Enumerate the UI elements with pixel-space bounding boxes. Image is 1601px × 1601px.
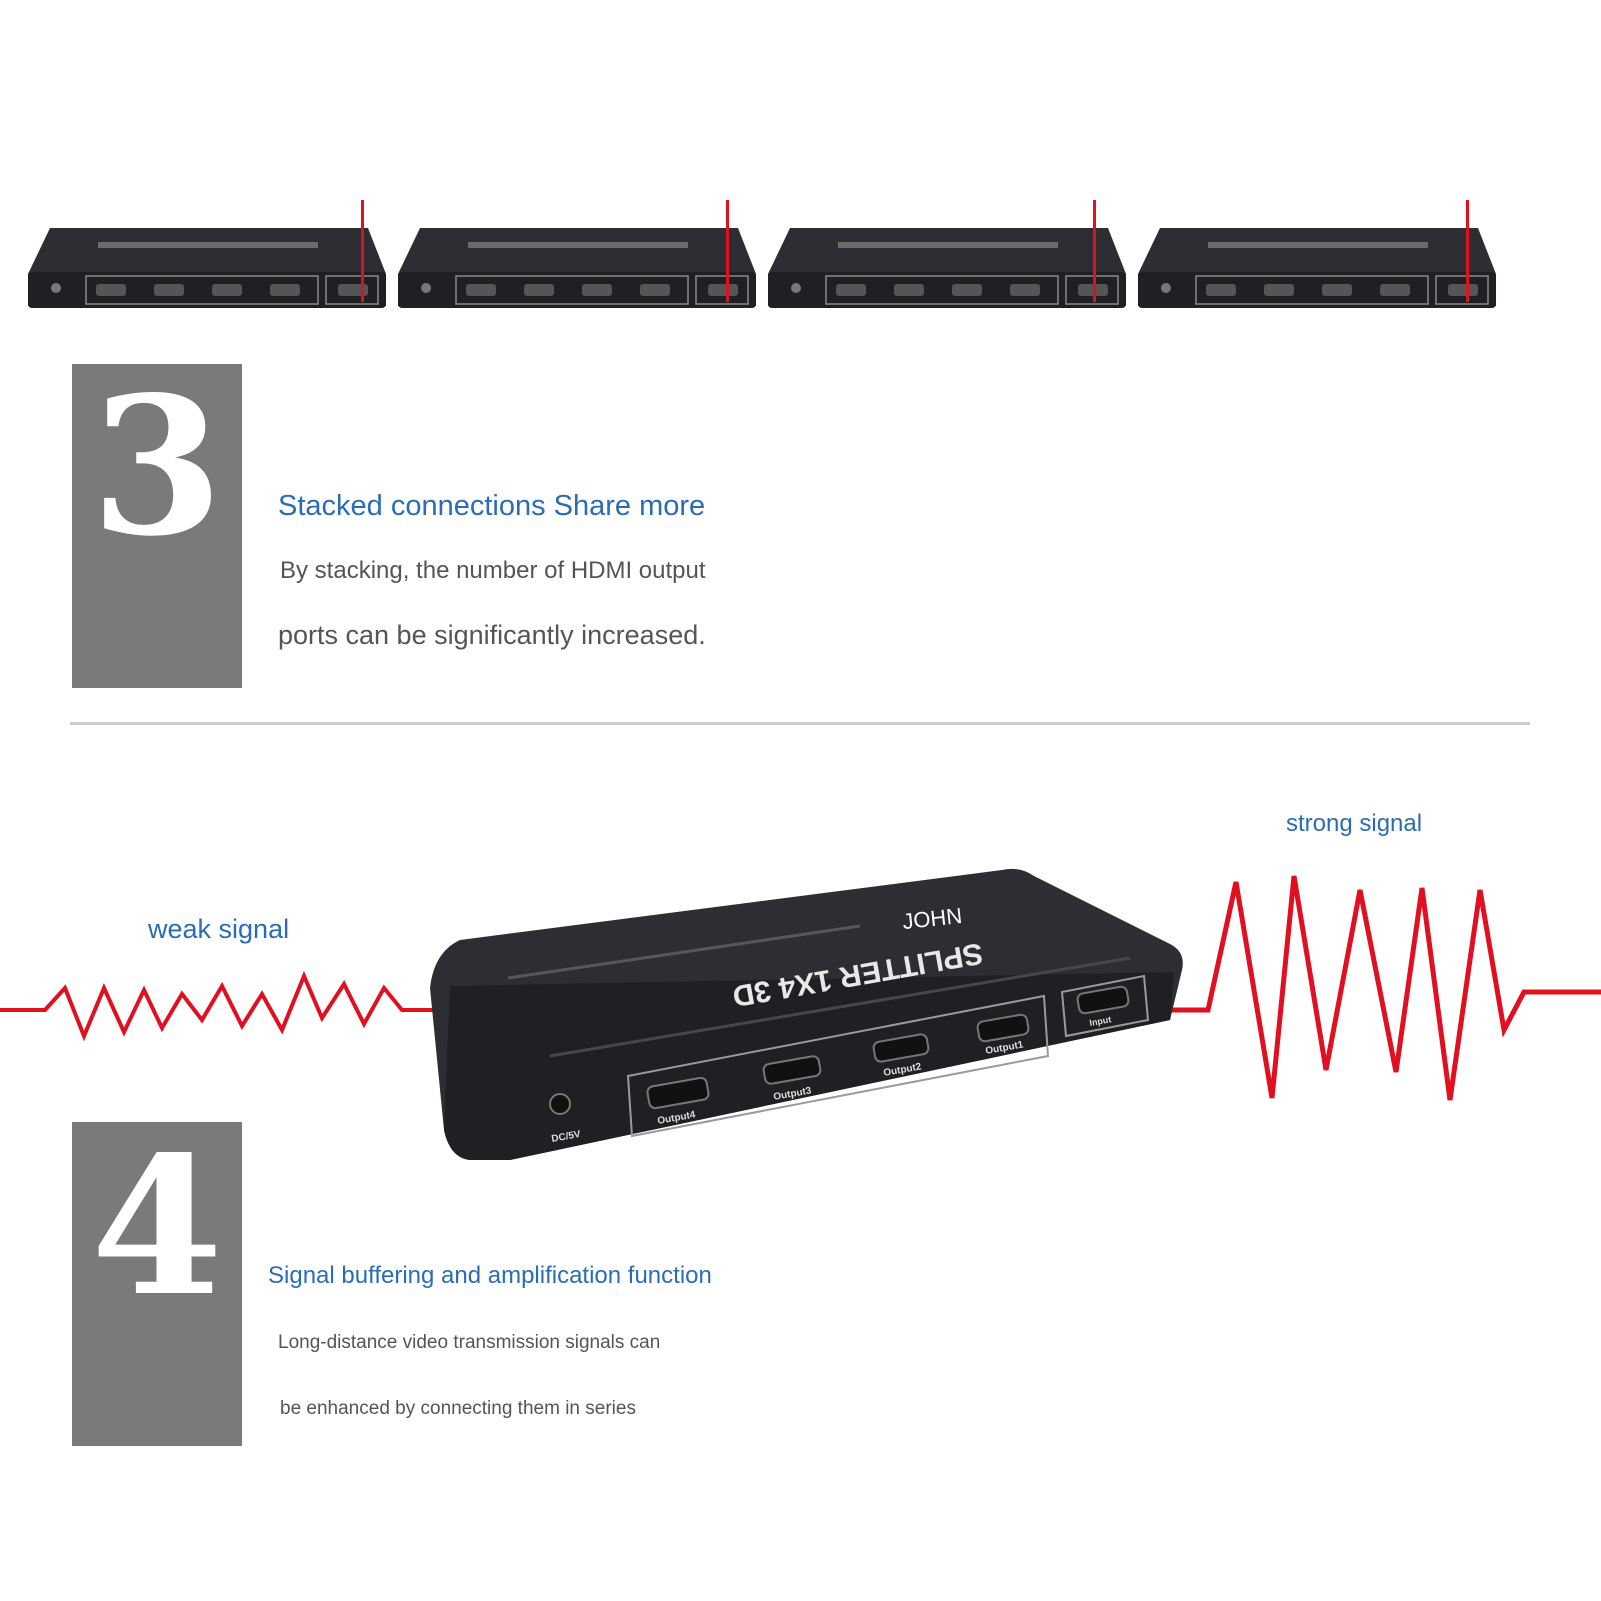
feature-description-line-2: be enhanced by connecting them in series	[280, 1398, 636, 1419]
hdmi-port-icon	[582, 284, 612, 296]
mini-splitter-graphic	[768, 228, 1126, 308]
red-cable-2	[726, 200, 729, 302]
mini-splitter-4	[1138, 228, 1496, 310]
mini-splitter-2	[398, 228, 756, 310]
hdmi-port-icon	[836, 284, 866, 296]
power-jack-icon	[51, 283, 61, 293]
section-divider	[70, 722, 1530, 725]
feature-heading: Stacked connections Share more	[278, 490, 706, 522]
feature-description-line-1: By stacking, the number of HDMI output	[280, 557, 706, 584]
power-jack-icon	[549, 1093, 571, 1115]
power-label: DC/5V	[551, 1129, 582, 1145]
strong-signal-label: strong signal	[1286, 810, 1423, 837]
feature-description-line-2: ports can be significantly increased.	[278, 620, 706, 650]
hdmi-port-icon	[96, 284, 126, 296]
hdmi-port-icon	[1322, 284, 1352, 296]
hdmi-port-icon	[1206, 284, 1236, 296]
mini-splitter-graphic	[28, 228, 386, 308]
number-box-3: 3	[72, 364, 242, 688]
mini-splitter-3	[768, 228, 1126, 310]
red-cable-3	[1093, 200, 1096, 302]
strong-signal-wave	[1168, 875, 1601, 1101]
hdmi-port-icon	[952, 284, 982, 296]
mini-splitter-graphic	[1138, 228, 1496, 308]
number-box-4: 4	[72, 1122, 242, 1446]
power-jack-icon	[1161, 283, 1171, 293]
red-cable-1	[361, 200, 364, 302]
hdmi-port-icon	[708, 284, 738, 296]
hdmi-port-icon	[212, 284, 242, 296]
hdmi-port-icon	[762, 1055, 822, 1085]
hdmi-port-icon	[1448, 284, 1478, 296]
hdmi-port-icon	[1076, 985, 1130, 1015]
feature-number: 3	[90, 355, 224, 578]
hdmi-port-icon	[1380, 284, 1410, 296]
feature-heading: Signal buffering and amplification funct…	[268, 1262, 712, 1289]
hdmi-port-icon	[466, 284, 496, 296]
weak-signal-wave	[0, 970, 440, 1042]
feature-number: 4	[90, 1115, 224, 1338]
hdmi-port-icon	[646, 1076, 710, 1110]
feature-description-line-1: Long-distance video transmission signals…	[278, 1332, 661, 1353]
hdmi-port-icon	[270, 284, 300, 296]
hdmi-splitter-device: SPLITTER 1X4 3D JOHN DC/5V Input Output4…	[430, 868, 1183, 1160]
mini-splitter-1	[28, 228, 386, 310]
device-brand-label: JOHN	[901, 903, 963, 934]
hdmi-port-icon	[976, 1013, 1030, 1043]
hdmi-port-icon	[524, 284, 554, 296]
hdmi-port-icon	[872, 1033, 930, 1063]
signal-waves	[0, 875, 1601, 1101]
power-jack-icon	[421, 283, 431, 293]
weak-signal-label: weak signal	[148, 914, 290, 944]
power-jack-icon	[791, 283, 801, 293]
hdmi-port-icon	[1264, 284, 1294, 296]
mini-splitter-graphic	[398, 228, 756, 308]
hdmi-port-icon	[338, 284, 368, 296]
hdmi-port-icon	[1010, 284, 1040, 296]
red-cable-4	[1466, 200, 1469, 302]
hdmi-port-icon	[894, 284, 924, 296]
hdmi-port-icon	[640, 284, 670, 296]
input-label: Input	[1089, 1014, 1112, 1028]
hdmi-port-icon	[154, 284, 184, 296]
